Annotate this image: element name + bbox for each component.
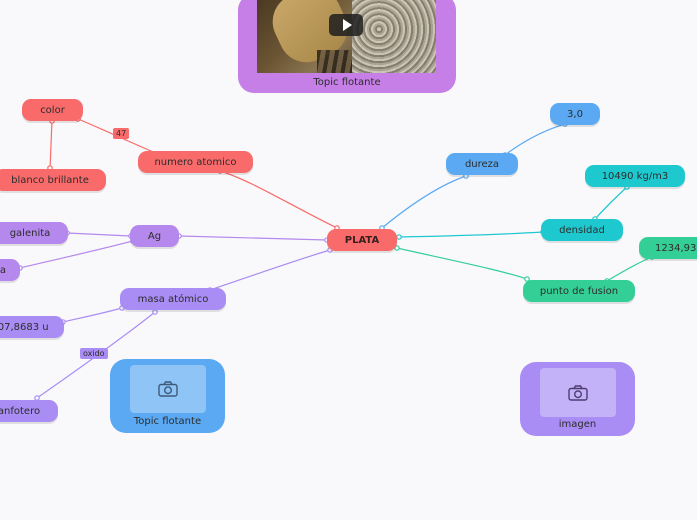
topic-densidad-label: densidad [559,224,605,236]
topic-dureza-label: dureza [464,158,500,170]
topic-densidad-value-label: 10490 kg/m3 [601,170,669,182]
topic-densidad-value[interactable]: 10490 kg/m3 [585,165,685,187]
link-tag-47[interactable]: 47 [113,128,130,139]
link-plata-numero-atomico [219,170,338,229]
link-ag-galenita [66,232,132,237]
link-plata-masa [209,249,331,291]
camera-icon [568,384,588,401]
topic-anfotero-label: anfotero [0,405,41,417]
link-ag-partial [19,240,134,269]
topic-ag[interactable]: Ag [130,225,179,247]
image-placeholder[interactable] [540,368,616,417]
topic-ag-label: Ag [147,230,162,242]
topic-galenita-label: galenita [9,227,51,239]
video-thumbnail[interactable] [257,0,436,73]
link-color-blanco [49,119,53,171]
link-plata-ag [178,235,328,241]
topic-masa-atomica[interactable]: masa atómico [120,288,226,310]
topic-numero-atomico[interactable]: numero atomico [138,151,253,173]
topic-dureza[interactable]: dureza [446,153,518,175]
topic-partial-left-label: a [0,264,6,276]
floating-topic-video[interactable]: Topic flotante [238,0,456,93]
image-topic-label: imagen [558,419,597,430]
link-plata-densidad [398,231,544,238]
topic-masa-value[interactable]: 107,8683 u [0,316,64,338]
topic-punto-fusion[interactable]: punto de fusion [523,280,635,302]
photo-placeholder[interactable] [130,365,206,413]
link-tag-oxido[interactable]: oxido [80,348,108,359]
topic-galenita[interactable]: galenita [0,222,68,244]
topic-dureza-value[interactable]: 3,0 [550,103,600,125]
link-dureza-value [504,123,566,156]
link-masa-value [62,307,123,323]
topic-color-label: color [40,104,65,116]
topic-numero-atomico-label: numero atomico [154,156,237,168]
topic-blanco-brillante-label: blanco brillante [11,174,89,186]
camera-icon [158,381,178,397]
topic-densidad[interactable]: densidad [541,219,623,241]
topic-fusion-value-label: 1234,93K [655,242,697,254]
topic-blanco-brillante[interactable]: blanco brillante [0,169,106,191]
link-plata-fusion [396,247,528,280]
floating-topic-photo[interactable]: Topic flotante [110,359,225,433]
link-fusion-value [606,256,653,282]
link-densidad-value [594,186,628,220]
topic-dureza-value-label: 3,0 [567,108,583,120]
photo-topic-label: Topic flotante [133,416,202,427]
link-plata-dureza [381,175,467,229]
central-topic-plata[interactable]: PLATA [327,229,397,251]
topic-masa-atomica-label: masa atómico [137,293,209,305]
topic-anfotero[interactable]: anfotero [0,400,58,422]
play-icon[interactable] [329,14,363,36]
topic-punto-fusion-label: punto de fusion [539,285,619,297]
topic-fusion-value[interactable]: 1234,93K [639,237,697,259]
floating-topic-imagen[interactable]: imagen [520,362,635,436]
central-topic-label: PLATA [344,234,380,246]
topic-masa-value-label: 107,8683 u [0,321,49,333]
video-topic-label: Topic flotante [313,77,381,88]
topic-color[interactable]: color [22,99,83,121]
topic-partial-left[interactable]: a [0,259,20,281]
